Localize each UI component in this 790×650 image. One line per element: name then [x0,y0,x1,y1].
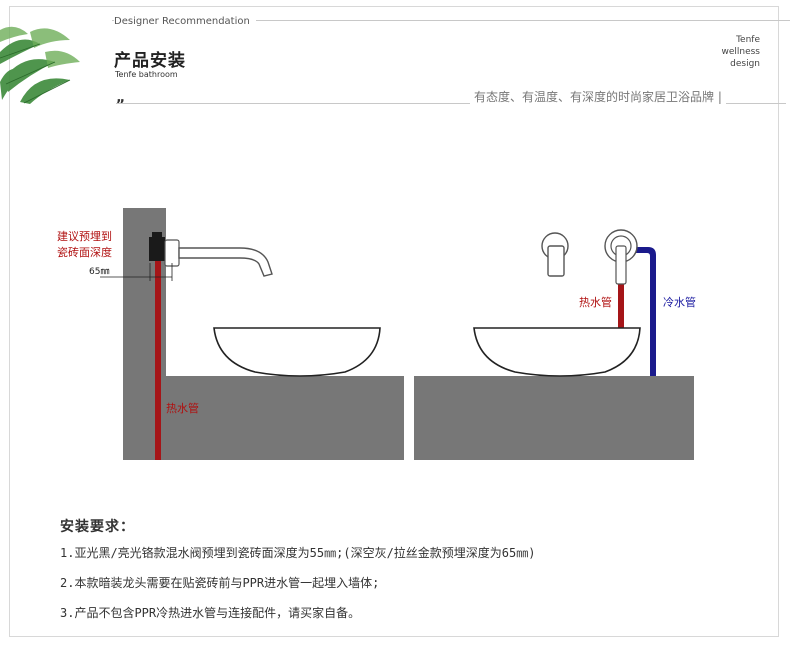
label-embed-depth-2: 瓷砖面深度 [57,245,112,259]
label-hot-pipe-right: 热水管 [579,295,612,309]
brand-line: Tenfe [736,35,760,45]
hot-pipe-left [155,258,161,460]
cold-pipe-right [626,247,656,376]
requirements-title: 安装要求： [60,519,135,535]
page-frame [9,6,779,637]
page-subtitle: Tenfe bathroom [115,70,178,79]
label-hot-pipe-left: 热水管 [166,401,199,415]
valve-body [149,237,165,261]
slogan-rule [116,103,786,104]
mixer-handle [615,245,627,285]
quote-mark: „ [116,90,126,106]
label-depth-value: 65㎜ [89,267,109,277]
basin-right [473,327,641,377]
header-kicker: Designer Recommendation [114,16,256,27]
label-cold-pipe-right: 冷水管 [663,295,696,309]
brand-line: wellness [721,47,760,57]
label-embed-depth-1: 建议预埋到 [57,229,112,243]
requirement-item: 2.本款暗装龙头需要在贴瓷砖前与PPR进水管一起埋入墙体; [60,576,380,590]
faucet-spout [178,247,273,277]
brand-line: design [730,59,760,69]
plant-leaves-icon [0,26,80,104]
counter-left [166,376,404,460]
brand-block: Tenfe wellness design [690,34,760,70]
page-title: 产品安装 [114,51,186,71]
brand-slogan: 有态度、有温度、有深度的时尚家居卫浴品牌 | [470,88,726,105]
spout-outlet [547,245,565,277]
requirement-item: 1.亚光黑/亮光铬款混水阀预埋到瓷砖面深度为55㎜;(深空灰/拉丝金款预埋深度为… [60,546,536,560]
requirement-item: 3.产品不包含PPR冷热进水管与连接配件，请买家自备。 [60,606,361,620]
faucet-flange [164,239,180,267]
basin-left [213,327,381,377]
header-rule [112,20,790,21]
counter-right [414,376,694,460]
hot-pipe-right [618,270,624,328]
